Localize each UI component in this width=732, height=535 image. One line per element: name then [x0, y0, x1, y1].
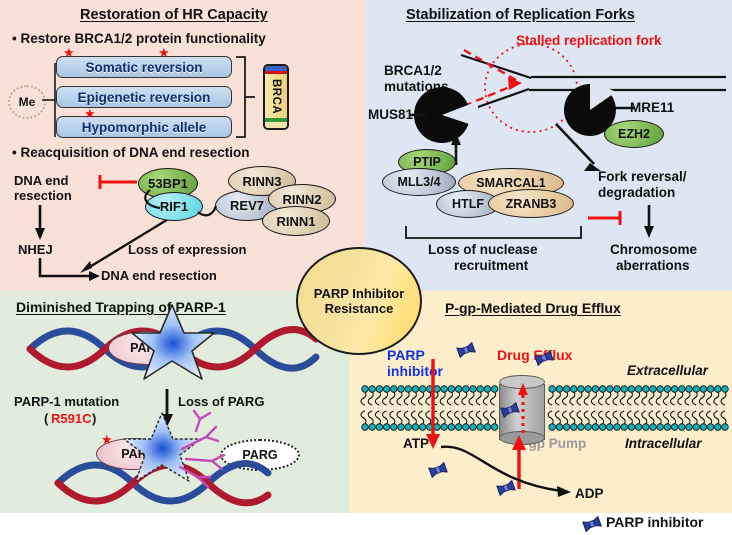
nhej-label: NHEJ — [18, 242, 53, 257]
panel-hr-title: Restoration of HR Capacity — [80, 7, 268, 23]
dna-end-resection-label-line1: DNA end — [14, 173, 69, 188]
intracellular-label: Intracellular — [625, 436, 702, 451]
fork-reversal-label-line1: Fork reversal/ — [598, 169, 687, 184]
parp-inhibitor-label-line2: inhibitor — [387, 363, 443, 379]
protein-node-rif1[interactable]: RIF1 — [145, 192, 203, 221]
parp-inhibitor-label-line1: PARP — [387, 347, 425, 363]
loss-nuclease-label-line1: Loss of nuclease — [428, 242, 538, 257]
parp1-mutation-label: PARP-1 mutation — [14, 394, 120, 409]
mutation-star-icon: ★ — [158, 45, 170, 60]
protein-node-mll34[interactable]: MLL3/4 — [382, 168, 456, 196]
protein-node-ezh2[interactable]: EZH2 — [604, 120, 664, 148]
mutation-paren-open: ( — [44, 411, 49, 426]
protein-node-parp[interactable]: PARP — [108, 331, 186, 365]
parp-inhibitor-icon — [582, 515, 602, 533]
loss-of-parg-label: Loss of PARG — [178, 394, 265, 409]
hr-bullet-restore-brca: • Restore BRCA1/2 protein functionality — [12, 31, 266, 46]
protein-node-htlf[interactable]: HTLF — [436, 190, 500, 218]
extracellular-label: Extracellular — [627, 363, 709, 378]
mutation-paren-close: ) — [92, 411, 97, 426]
mutation-code-r591c: R591C — [51, 411, 92, 426]
stalled-replication-fork-label: Stalled replication fork — [516, 33, 662, 48]
brca-chip-label: BRCA — [270, 79, 282, 115]
drug-efflux-label: Drug Efflux — [497, 347, 573, 363]
parp-inhibitor-icon — [496, 479, 516, 500]
resistance-line1: PARP Inhibitor — [313, 285, 405, 301]
gene-box-somatic-reversion[interactable]: Somatic reversion — [56, 56, 232, 78]
protein-node-parg[interactable]: PARG — [220, 439, 300, 471]
resistance-line2: Resistance — [324, 301, 394, 316]
panel-diminished-trapping-of-parp1: Diminished Trapping of PARP-1 PARP PARP-… — [0, 291, 349, 513]
hr-bullet-reacquisition: • Reacquisition of DNA end resection — [12, 145, 250, 160]
chromosome-aberrations-label-line1: Chromosome — [610, 242, 698, 257]
methyl-group-circle: Me — [8, 85, 46, 119]
panel-stabilization-of-replication-forks: Stabilization of Replication Forks Stall… — [366, 0, 732, 291]
parp-inhibitor-icon — [428, 461, 448, 482]
gene-box-epigenetic-reversion[interactable]: Epigenetic reversion — [56, 86, 232, 108]
parp-inhibitor-icon — [500, 401, 520, 422]
parp-inhibitor-resistance-node[interactable]: PARP Inhibitor Resistance — [296, 247, 422, 355]
chromosome-aberrations-label-line2: aberrations — [616, 258, 690, 273]
panel-restoration-of-hr-capacity: Restoration of HR Capacity • Restore BRC… — [0, 0, 366, 291]
loss-nuclease-label-line2: recruitment — [454, 258, 529, 273]
dna-end-resection-label-line2: resection — [14, 188, 72, 203]
panel-parp-title: Diminished Trapping of PARP-1 — [16, 299, 226, 315]
atp-label: ATP — [403, 436, 429, 451]
protein-node-rinn1[interactable]: RINN1 — [262, 206, 330, 236]
legend: PARP inhibitor — [0, 513, 732, 535]
adp-label: ADP — [575, 486, 604, 501]
mutation-star-icon: ★ — [101, 432, 113, 447]
methyl-label: Me — [18, 95, 36, 109]
mus81-label: MUS81 — [368, 107, 414, 122]
brca-mutations-label-line1: BRCA1/2 — [384, 63, 442, 78]
dna-end-resection-bottom-label: DNA end resection — [101, 268, 217, 283]
parp-inhibitor-icon — [456, 341, 476, 362]
panel-fork-title: Stabilization of Replication Forks — [406, 7, 635, 23]
mutation-star-icon: ★ — [63, 45, 75, 60]
gene-box-hypomorphic-allele[interactable]: Hypomorphic allele — [56, 116, 232, 138]
mutation-star-icon: ★ — [84, 106, 96, 121]
protein-node-zranb3[interactable]: ZRANB3 — [488, 189, 574, 218]
fork-reversal-label-line2: degradation — [598, 185, 676, 200]
panel-pgp-title: P-gp-Mediated Drug Efflux — [445, 300, 621, 316]
legend-label: PARP inhibitor — [606, 514, 704, 530]
loss-of-expression-label: Loss of expression — [128, 242, 247, 257]
brca-mutations-label-line2: mutations — [384, 79, 449, 94]
parp-inhibitor-icon — [534, 349, 554, 370]
brca-gene-chip: BRCA — [263, 64, 289, 130]
mre11-label: MRE11 — [630, 100, 675, 115]
